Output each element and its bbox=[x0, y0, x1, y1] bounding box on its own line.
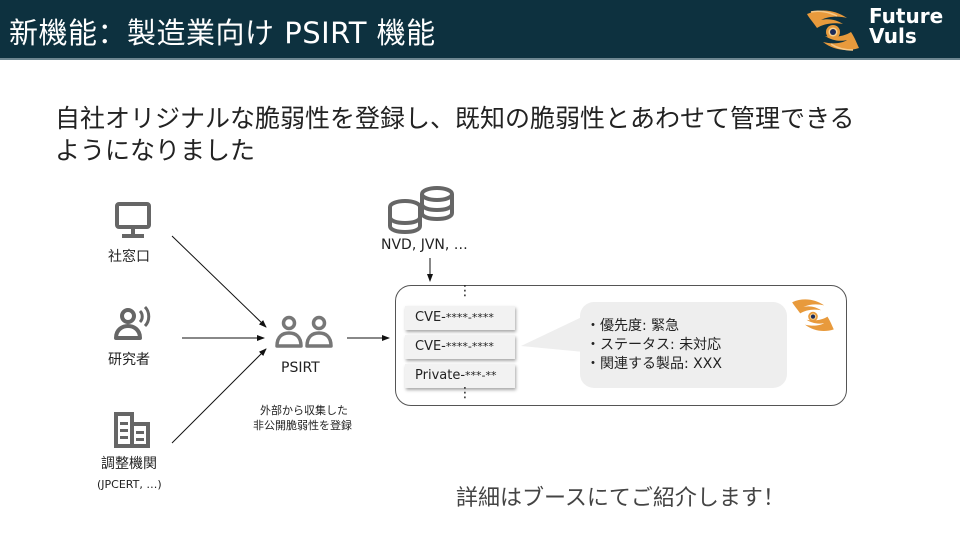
source-label-researcher: 研究者 bbox=[108, 352, 150, 368]
vuln-list-item[interactable]: CVE-****-**** bbox=[405, 306, 515, 330]
arrow-coordinator-to-psirt bbox=[171, 348, 267, 444]
building-icon bbox=[114, 412, 150, 448]
logo-text-line2: Vuls bbox=[869, 24, 917, 48]
source-label-contact: 社窓口 bbox=[108, 249, 150, 265]
psirt-label: PSIRT bbox=[281, 360, 320, 376]
vuln-id-suffix: ***-** bbox=[465, 369, 497, 382]
booth-note: 詳細はブースにてご紹介します！ bbox=[456, 486, 785, 511]
lead-line-2: ようになりました bbox=[55, 136, 256, 165]
users-group-icon bbox=[275, 315, 333, 348]
vuln-list-item[interactable]: CVE-****-**** bbox=[405, 335, 515, 359]
source-label-coordinator: 調整機関 bbox=[101, 456, 157, 472]
callout-item-priority: 優先度: 緊急 bbox=[590, 317, 722, 336]
psirt-note-line2: 非公開脆弱性を登録 bbox=[253, 419, 352, 432]
list-ellipsis-bottom: ⋮ bbox=[458, 386, 472, 400]
lead-line-1: 自社オリジナルな脆弱性を登録し、既知の脆弱性とあわせて管理できる bbox=[55, 104, 855, 133]
callout-item-product: 関連する製品: XXX bbox=[590, 355, 722, 374]
database-icon bbox=[388, 186, 454, 235]
psirt-note-line1: 外部から収集した bbox=[260, 404, 348, 417]
vuln-id-prefix: Private- bbox=[415, 368, 466, 383]
vuln-id-suffix: ****-**** bbox=[445, 311, 494, 324]
logo-text-line1: Future bbox=[869, 4, 944, 28]
vuln-id-suffix: ****-**** bbox=[445, 340, 494, 353]
eye-logo-icon bbox=[807, 10, 859, 51]
vuln-id-prefix: CVE- bbox=[415, 310, 446, 325]
page-title: 新機能：製造業向け PSIRT 機能 bbox=[9, 16, 436, 50]
lead-text: 自社オリジナルな脆弱性を登録し、既知の脆弱性とあわせて管理できる ようになりまし… bbox=[55, 103, 935, 167]
callout-attribute-list: 優先度: 緊急 ステータス: 未対応 関連する製品: XXX bbox=[590, 317, 722, 374]
futurevuls-logo: Future Vuls bbox=[803, 6, 953, 54]
list-ellipsis-top: ⋮ bbox=[458, 284, 472, 298]
eye-logo-icon bbox=[792, 299, 834, 331]
arrow-contact-to-psirt bbox=[171, 235, 267, 328]
external-db-label: NVD, JVN, … bbox=[381, 237, 468, 253]
logo-text: Future Vuls bbox=[869, 6, 943, 46]
monitor-icon bbox=[115, 202, 151, 238]
vuln-id-prefix: CVE- bbox=[415, 339, 446, 354]
header-bar: 新機能：製造業向け PSIRT 機能 Future Vuls bbox=[0, 0, 960, 60]
source-sublabel-coordinator: (JPCERT, …) bbox=[97, 478, 162, 491]
vuln-list-item[interactable]: Private-***-** bbox=[405, 364, 515, 388]
person-speaking-icon bbox=[114, 305, 151, 340]
callout-item-status: ステータス: 未対応 bbox=[590, 336, 722, 355]
